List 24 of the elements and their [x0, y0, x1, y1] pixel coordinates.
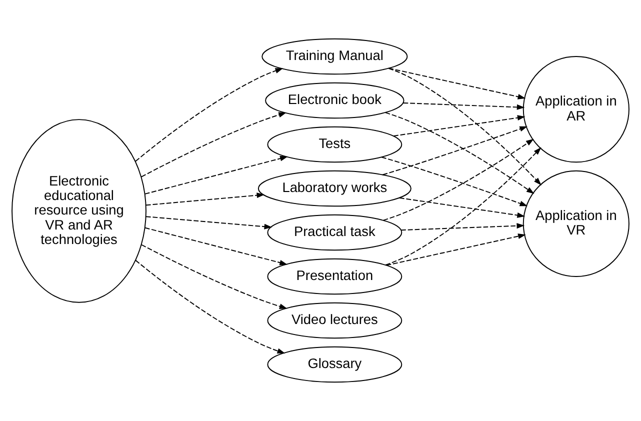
arrow	[399, 197, 526, 218]
arrow	[135, 68, 284, 162]
arrow	[140, 112, 286, 178]
arrow	[144, 227, 288, 266]
arrow	[402, 102, 525, 110]
arrow	[386, 234, 526, 266]
arrow	[385, 147, 542, 266]
arrow	[393, 115, 526, 136]
arrow	[400, 223, 525, 231]
node-ellipse: Practical task	[267, 214, 402, 251]
arrow	[146, 216, 272, 230]
arrow	[135, 260, 286, 354]
arrow	[388, 68, 542, 186]
arrow	[141, 244, 288, 309]
arrow	[144, 156, 288, 194]
node-ellipse: Electronic educational resource using VR and AR technologies	[12, 119, 146, 303]
arrow	[382, 138, 534, 221]
arrow	[384, 112, 534, 194]
node-circle: Application in AR	[522, 56, 630, 163]
arrow	[381, 156, 528, 206]
arrow	[388, 68, 526, 100]
arrow	[382, 126, 528, 176]
arrow	[146, 192, 265, 206]
node-circle: Application in VR	[522, 170, 630, 277]
